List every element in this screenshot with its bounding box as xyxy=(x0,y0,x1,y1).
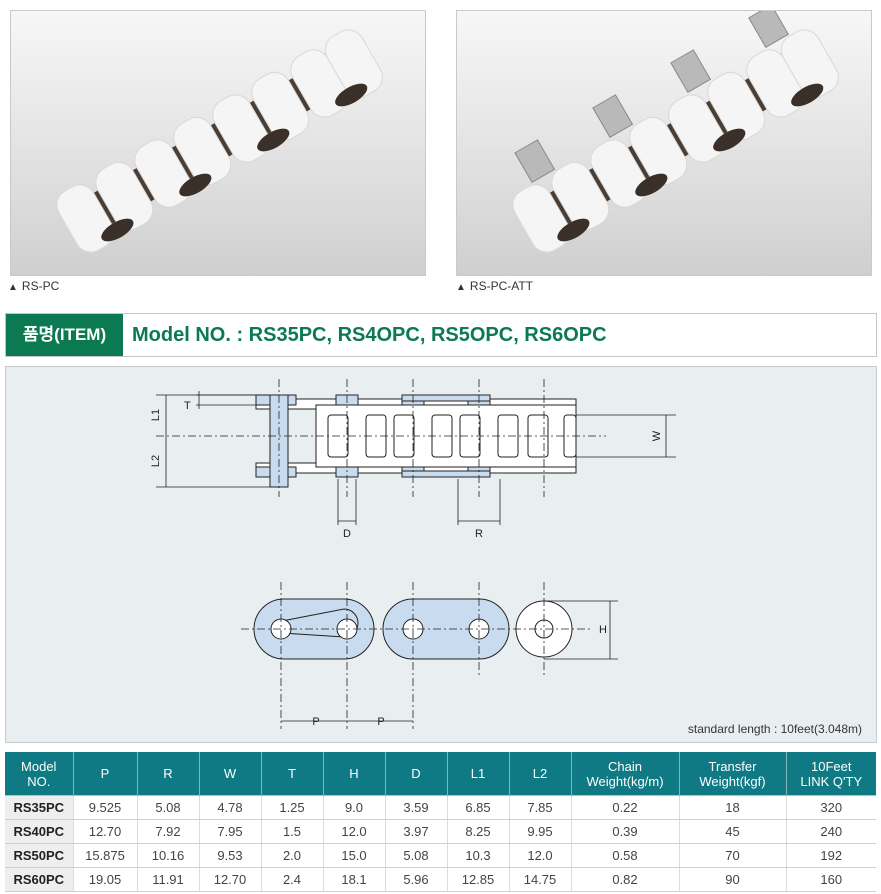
cell: 0.22 xyxy=(571,795,680,820)
header-r: R xyxy=(137,752,200,796)
cell: 45 xyxy=(679,819,787,844)
cell: 11.91 xyxy=(137,867,200,892)
header-d: D xyxy=(385,752,448,796)
triangle-marker-icon: ▲ xyxy=(456,282,466,293)
table-row: RS60PC 19.05 11.91 12.70 2.4 18.1 5.96 1… xyxy=(5,867,876,892)
cell: 10.3 xyxy=(447,843,510,868)
cell: 9.525 xyxy=(73,795,138,820)
cell: 14.75 xyxy=(509,867,572,892)
standard-length-note: standard length : 10feet(3.048m) xyxy=(687,722,862,736)
chain-photo-rs-pc-att xyxy=(456,10,872,276)
cell: 70 xyxy=(679,843,787,868)
dimension-drawing: L1 L2 T W D R xyxy=(150,379,676,729)
cell: 0.58 xyxy=(571,843,680,868)
cell: 160 xyxy=(786,867,876,892)
table-row: RS35PC 9.525 5.08 4.78 1.25 9.0 3.59 6.8… xyxy=(5,795,876,820)
header-t: T xyxy=(261,752,324,796)
cell: 7.85 xyxy=(509,795,572,820)
cell: 1.25 xyxy=(261,795,324,820)
model-numbers-title: Model NO. : RS35PC, RS4OPC, RS5OPC, RS6O… xyxy=(132,324,607,346)
cell: 5.08 xyxy=(137,795,200,820)
cell: 12.70 xyxy=(199,867,262,892)
table-row: RS40PC 12.70 7.92 7.95 1.5 12.0 3.97 8.2… xyxy=(5,819,876,844)
header-w: W xyxy=(199,752,262,796)
triangle-marker-icon: ▲ xyxy=(8,282,18,293)
cell: 6.85 xyxy=(447,795,510,820)
photo-caption-rs-pc-att: ▲RS-PC-ATT xyxy=(456,279,534,293)
cell: 12.0 xyxy=(509,843,572,868)
label-t: T xyxy=(184,400,191,412)
cell: 15.0 xyxy=(323,843,386,868)
cell: 8.25 xyxy=(447,819,510,844)
table-row: RS50PC 15.875 10.16 9.53 2.0 15.0 5.08 1… xyxy=(5,843,876,868)
cell: 1.5 xyxy=(261,819,324,844)
cell: 7.95 xyxy=(199,819,262,844)
chain-technical-drawing: L1 L2 T W D R xyxy=(5,366,877,743)
cell: 12.70 xyxy=(73,819,138,844)
item-title-bar: 품명(ITEM) Model NO. : RS35PC, RS4OPC, RS5… xyxy=(5,313,877,357)
cell: 12.85 xyxy=(447,867,510,892)
cell: 7.92 xyxy=(137,819,200,844)
cell: 5.08 xyxy=(385,843,448,868)
cell: 10.16 xyxy=(137,843,200,868)
cell: 192 xyxy=(786,843,876,868)
cell: 0.82 xyxy=(571,867,680,892)
cell: 5.96 xyxy=(385,867,448,892)
chain-attachment-illustration xyxy=(512,11,839,253)
cell-model: RS60PC xyxy=(5,867,74,892)
header-p: P xyxy=(73,752,138,796)
label-d: D xyxy=(343,528,351,540)
label-p-2: P xyxy=(377,716,384,728)
label-l2: L2 xyxy=(150,455,162,467)
label-h: H xyxy=(599,624,607,636)
cell: 90 xyxy=(679,867,787,892)
chain-photo-rs-pc xyxy=(10,10,426,276)
cell: 2.0 xyxy=(261,843,324,868)
cell: 15.875 xyxy=(73,843,138,868)
cell: 9.53 xyxy=(199,843,262,868)
cell: 18.1 xyxy=(323,867,386,892)
cell: 9.95 xyxy=(509,819,572,844)
label-r: R xyxy=(475,528,483,540)
label-p-1: P xyxy=(312,716,319,728)
label-w: W xyxy=(651,430,663,441)
cell: 240 xyxy=(786,819,876,844)
cell: 18 xyxy=(679,795,787,820)
cell: 4.78 xyxy=(199,795,262,820)
header-h: H xyxy=(323,752,386,796)
cell-model: RS40PC xyxy=(5,819,74,844)
header-l2: L2 xyxy=(509,752,572,796)
photo-caption-rs-pc: ▲RS-PC xyxy=(8,279,60,293)
chain-illustration xyxy=(56,29,383,253)
cell: 12.0 xyxy=(323,819,386,844)
cell: 9.0 xyxy=(323,795,386,820)
label-l1: L1 xyxy=(150,409,162,421)
cell: 320 xyxy=(786,795,876,820)
cell: 0.39 xyxy=(571,819,680,844)
item-tag: 품명(ITEM) xyxy=(6,314,123,356)
header-l1: L1 xyxy=(447,752,510,796)
cell-model: RS35PC xyxy=(5,795,74,820)
cell: 2.4 xyxy=(261,867,324,892)
cell-model: RS50PC xyxy=(5,843,74,868)
cell: 19.05 xyxy=(73,867,138,892)
cell: 3.97 xyxy=(385,819,448,844)
cell: 3.59 xyxy=(385,795,448,820)
